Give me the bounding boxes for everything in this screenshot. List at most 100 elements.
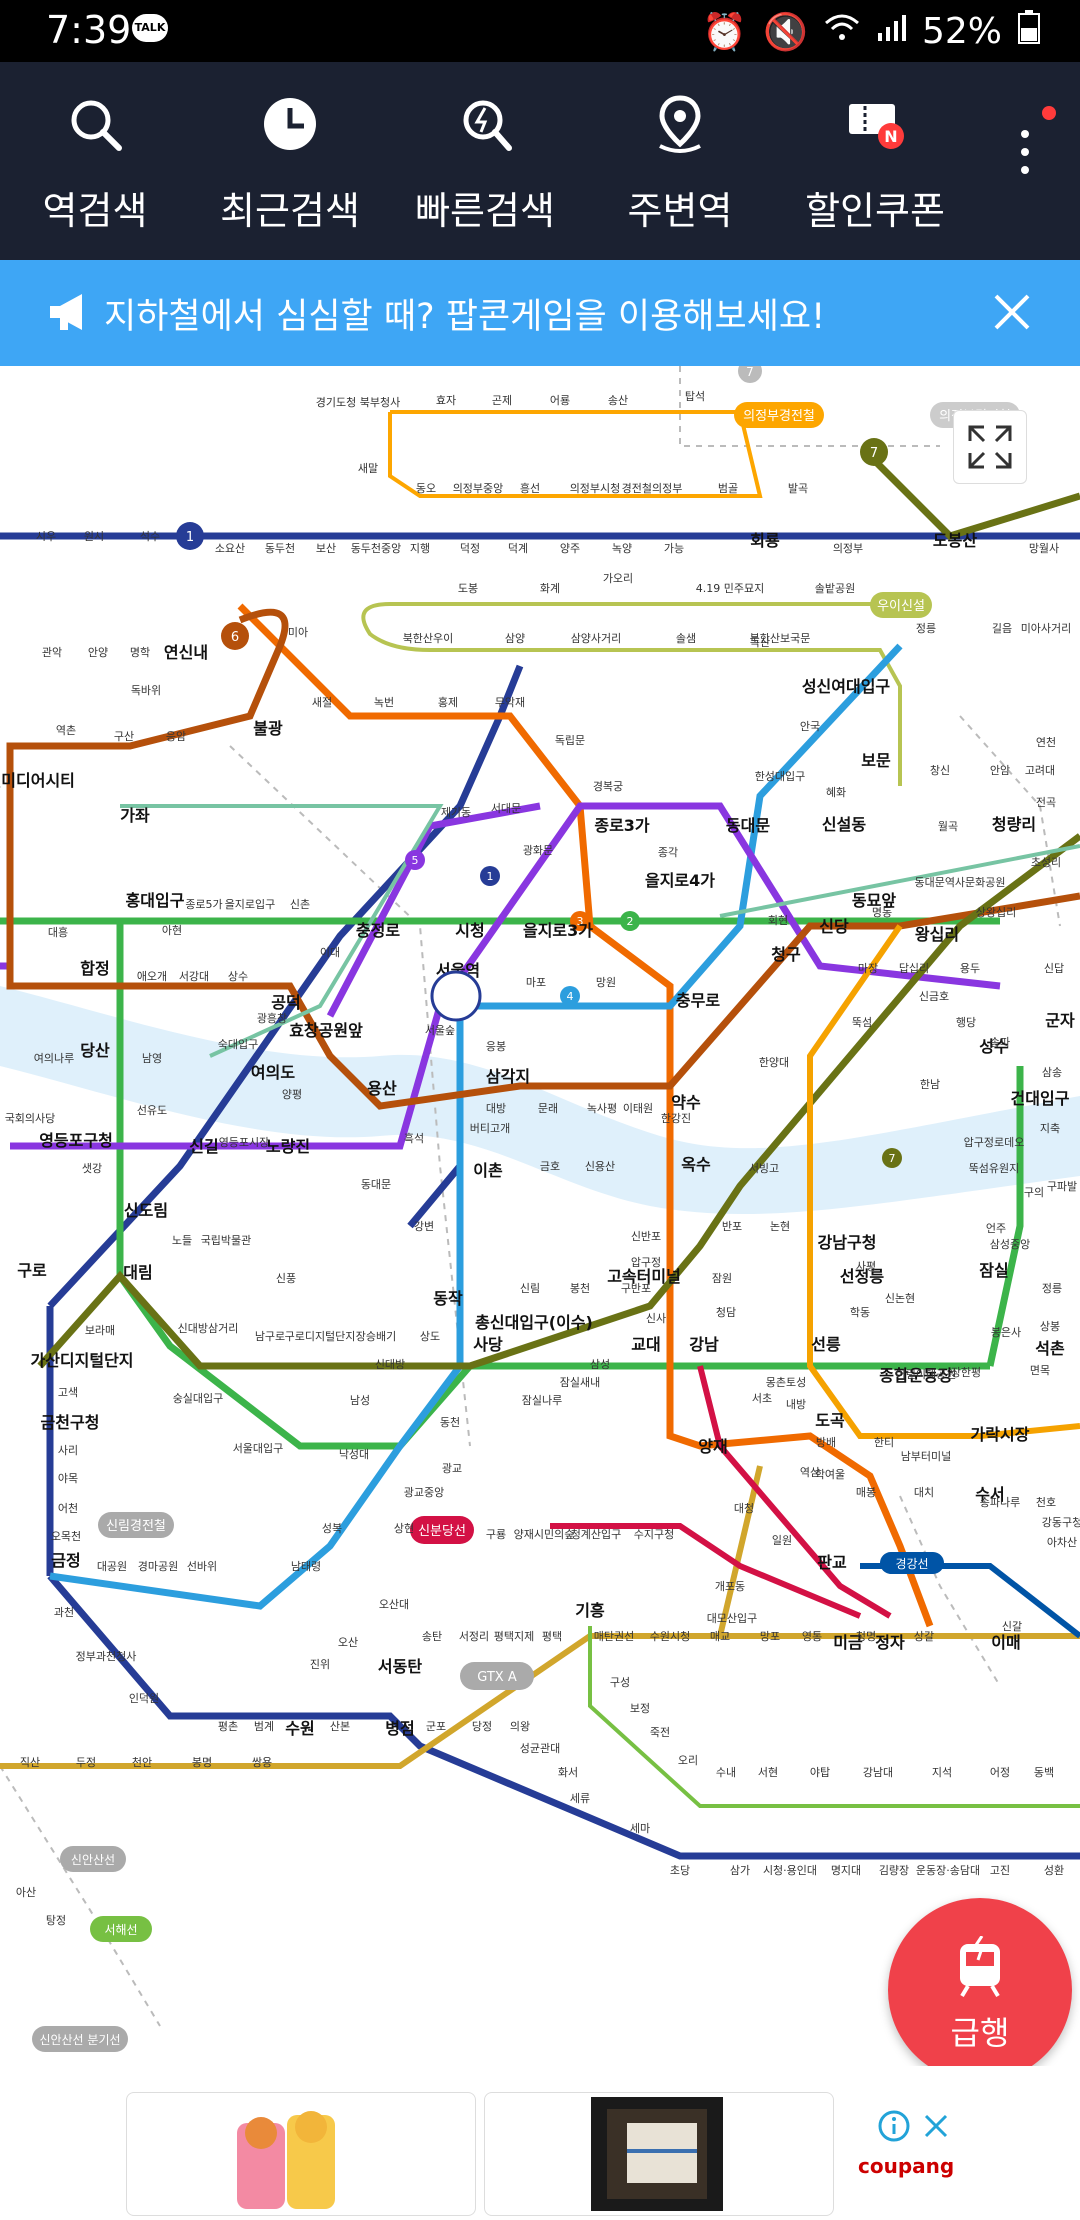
- station-label[interactable]: 강남대: [863, 1766, 893, 1779]
- promo-banner[interactable]: 지하철에서 심심할 때? 팝콘게임을 이용해보세요!: [0, 260, 1080, 366]
- station-label[interactable]: 사평: [856, 1260, 876, 1273]
- station-label[interactable]: 홍제: [438, 695, 458, 709]
- station-label[interactable]: 상갈: [914, 1629, 934, 1643]
- station-label[interactable]: 봉은사: [991, 1326, 1021, 1339]
- subway-map[interactable]: 7 1 6 1 2 3 4 5 7 7 의정부경전철 우이신설 경강선 신분당선…: [0, 366, 1080, 2066]
- station-label[interactable]: 구파발: [1047, 1180, 1077, 1193]
- station-label[interactable]: 제기동: [441, 806, 471, 819]
- nav-fast-search[interactable]: 빠른검색: [390, 62, 580, 260]
- station-label[interactable]: 신답: [1044, 962, 1064, 975]
- station-label[interactable]: 국립박물관: [201, 1234, 252, 1247]
- station-label[interactable]: 신촌: [290, 898, 310, 911]
- station-label[interactable]: 도봉: [458, 582, 478, 595]
- station-label[interactable]: 병점: [385, 1719, 414, 1738]
- station-label[interactable]: 한강진: [661, 1112, 691, 1125]
- station-label[interactable]: 경기도청 북부청사: [316, 396, 400, 409]
- station-label[interactable]: 삼양: [505, 632, 525, 645]
- station-label[interactable]: 의왕: [510, 1720, 530, 1733]
- ad-banner[interactable]: [0, 2066, 1080, 2220]
- station-label[interactable]: 솔샘: [676, 632, 696, 645]
- station-label[interactable]: 명학: [130, 646, 150, 659]
- station-label[interactable]: 상도: [420, 1330, 440, 1343]
- station-label[interactable]: 행당: [956, 1016, 976, 1029]
- station-label[interactable]: 답십리: [899, 962, 929, 975]
- station-label[interactable]: 잠실: [979, 1261, 1008, 1280]
- station-label[interactable]: 숭실대입구: [173, 1392, 224, 1405]
- station-label[interactable]: 신사: [646, 1312, 666, 1325]
- station-label[interactable]: 봉명: [192, 1756, 212, 1769]
- station-label[interactable]: 삼송: [1042, 1066, 1062, 1079]
- station-label[interactable]: 효자: [436, 394, 456, 407]
- station-label[interactable]: 마장: [858, 962, 878, 975]
- station-label[interactable]: 시우: [36, 530, 56, 543]
- station-label[interactable]: 남영: [142, 1052, 162, 1065]
- station-label[interactable]: 공덕: [271, 993, 300, 1012]
- station-label[interactable]: 원시: [84, 530, 104, 543]
- station-label[interactable]: 종로5가: [185, 898, 222, 911]
- station-label[interactable]: 아산: [16, 1886, 36, 1899]
- station-label[interactable]: 평택지제: [494, 1630, 534, 1643]
- station-label[interactable]: 효창공원앞: [289, 1021, 363, 1040]
- station-label[interactable]: 구로: [17, 1261, 47, 1280]
- station-label[interactable]: 구성: [610, 1676, 630, 1689]
- station-label[interactable]: 흑석: [404, 1131, 424, 1145]
- station-label[interactable]: 노들: [172, 1234, 192, 1247]
- station-label[interactable]: 평택: [542, 1630, 562, 1643]
- station-label[interactable]: 내방: [786, 1398, 806, 1411]
- station-label[interactable]: 성복: [322, 1522, 342, 1535]
- station-label[interactable]: 정부과천청사: [76, 1649, 137, 1663]
- station-label[interactable]: 덕계: [508, 542, 528, 555]
- station-label[interactable]: 평촌: [218, 1720, 238, 1733]
- station-label[interactable]: 잠실나루: [522, 1394, 562, 1407]
- station-label[interactable]: 오산대: [379, 1598, 409, 1611]
- station-label[interactable]: 구반포: [621, 1282, 651, 1295]
- station-label[interactable]: 혜화: [826, 786, 846, 799]
- station-label[interactable]: 수서: [975, 1485, 1004, 1504]
- station-label[interactable]: 디지털미디어시티: [0, 771, 75, 790]
- subway-map-canvas[interactable]: 7 1 6 1 2 3 4 5 7 7 의정부경전철 우이신설 경강선 신분당선…: [0, 366, 1080, 2066]
- station-label[interactable]: 금정: [51, 1551, 80, 1570]
- station-label[interactable]: 관악: [42, 646, 62, 659]
- station-label[interactable]: 발곡: [788, 482, 808, 495]
- station-label[interactable]: 4.19 민주묘지: [696, 582, 764, 595]
- station-label[interactable]: 동오: [416, 482, 436, 495]
- station-label[interactable]: 선바위: [187, 1560, 217, 1573]
- station-label[interactable]: 독산: [750, 636, 770, 649]
- ad-info-icon[interactable]: [878, 2110, 910, 2142]
- station-label[interactable]: 운동장·송담대: [916, 1864, 980, 1877]
- station-label[interactable]: 청계산입구: [571, 1528, 622, 1541]
- station-label[interactable]: 어룡: [550, 394, 570, 407]
- station-label[interactable]: 이매: [991, 1633, 1020, 1652]
- nav-station-search[interactable]: 역검색: [0, 62, 190, 260]
- station-label[interactable]: 동두천: [265, 541, 295, 555]
- station-label[interactable]: 소요산: [215, 542, 245, 555]
- nav-recent-search[interactable]: 최근검색: [195, 62, 385, 260]
- station-label[interactable]: 성환: [1044, 1864, 1064, 1877]
- station-label[interactable]: 판교: [817, 1553, 847, 1572]
- station-label[interactable]: 군자: [1045, 1011, 1075, 1030]
- station-label[interactable]: 동두천중앙: [351, 541, 402, 555]
- station-label[interactable]: 야목: [58, 1472, 78, 1485]
- station-label[interactable]: 수원: [285, 1719, 314, 1738]
- station-label[interactable]: 북한산보국문: [750, 632, 811, 645]
- ad-close-icon[interactable]: [922, 2112, 950, 2140]
- station-label[interactable]: 석수: [140, 530, 160, 543]
- station-label[interactable]: 이대: [320, 946, 340, 959]
- station-label[interactable]: 서빙고: [749, 1162, 779, 1175]
- station-label[interactable]: 대치: [914, 1486, 934, 1499]
- station-label[interactable]: 덕정: [460, 542, 480, 555]
- station-label[interactable]: 지석: [932, 1766, 952, 1779]
- station-label[interactable]: 정자: [875, 1633, 905, 1652]
- station-label[interactable]: 진위: [310, 1658, 330, 1671]
- station-label[interactable]: 안국: [800, 720, 820, 733]
- station-label[interactable]: 어정: [990, 1766, 1010, 1779]
- station-label[interactable]: 선정릉: [840, 1267, 884, 1286]
- station-label[interactable]: 장승배기: [356, 1330, 396, 1343]
- express-button[interactable]: 급행: [888, 1898, 1072, 2082]
- station-label[interactable]: 녹사평: [587, 1102, 617, 1115]
- station-label[interactable]: 도봉산: [933, 531, 977, 550]
- station-label[interactable]: 삼성중앙: [990, 1238, 1030, 1251]
- station-label[interactable]: 방배: [816, 1436, 836, 1449]
- station-label[interactable]: 삼가: [730, 1864, 750, 1877]
- station-label[interactable]: 의정부: [833, 542, 863, 555]
